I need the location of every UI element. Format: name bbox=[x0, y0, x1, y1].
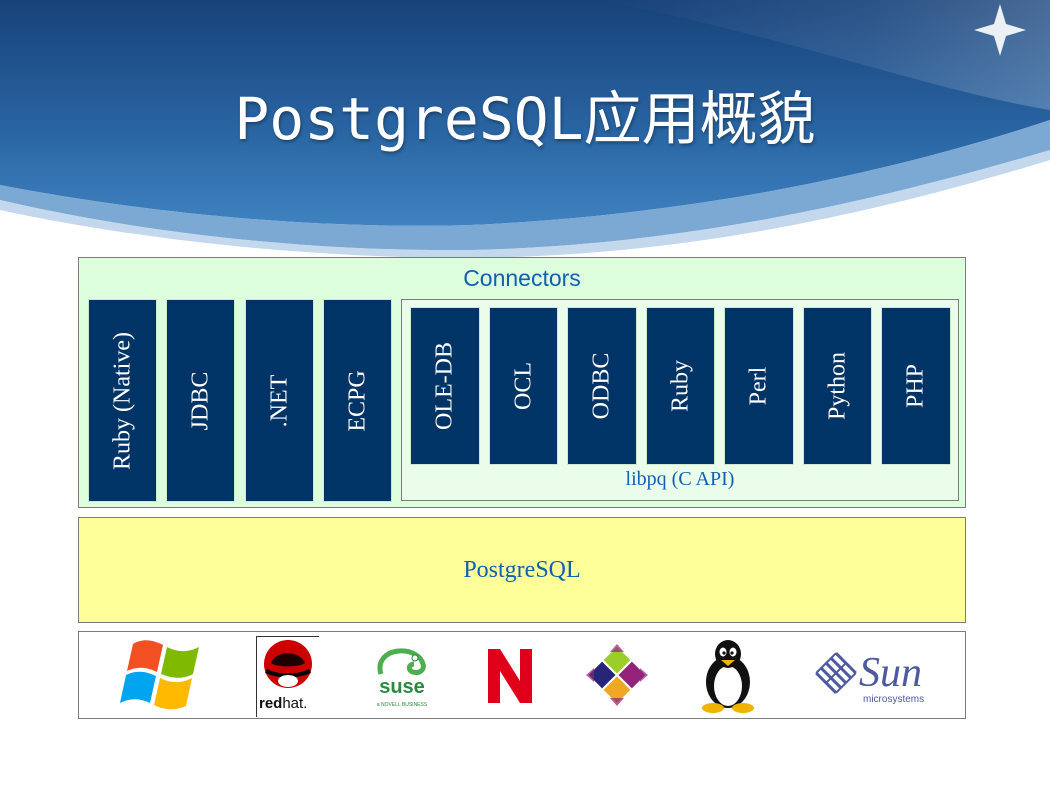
connector-odbc: ODBC bbox=[567, 307, 637, 465]
suse-wordmark: suse bbox=[379, 676, 425, 698]
sun-logo: Sun microsystems bbox=[813, 640, 933, 712]
redhat-text-hat: hat. bbox=[282, 695, 308, 712]
connector-label: PHP bbox=[902, 363, 929, 409]
libpq-group: OLE-DB OCL ODBC Ruby Perl Python PHP lib… bbox=[401, 299, 959, 501]
postgresql-label: PostgreSQL bbox=[463, 556, 581, 583]
slide-title: PostgreSQL应用概貌 bbox=[0, 72, 1050, 156]
slide-title-cjk: 应用概貌 bbox=[583, 85, 816, 153]
connector-jdbc: JDBC bbox=[166, 299, 235, 502]
redhat-logo: redhat. bbox=[256, 636, 319, 717]
sun-wordmark: Sun bbox=[859, 650, 922, 696]
connector-ruby: Ruby bbox=[646, 307, 715, 465]
novell-logo-icon bbox=[488, 649, 532, 703]
connector-perl: Perl bbox=[724, 307, 794, 465]
connector-label: OLE-DB bbox=[431, 342, 458, 430]
connector-label: .NET bbox=[266, 374, 292, 427]
suse-chameleon-icon bbox=[377, 648, 426, 675]
centos-logo-icon bbox=[585, 643, 649, 707]
postgresql-layer: PostgreSQL bbox=[78, 517, 966, 623]
header-background bbox=[0, 0, 1050, 258]
connector-label: Python bbox=[824, 351, 850, 421]
redhat-wordmark: redhat. bbox=[259, 695, 307, 712]
connector-ocl: OCL bbox=[489, 307, 558, 465]
suse-logo: suse a NOVELL BUSINESS bbox=[367, 646, 439, 712]
redhat-shadowman-icon bbox=[264, 640, 312, 688]
linux-tux-icon bbox=[702, 640, 754, 713]
connector-python: Python bbox=[803, 307, 872, 465]
connector-label: JDBC bbox=[187, 371, 213, 430]
connector-label: ECPG bbox=[344, 369, 370, 432]
connector-ruby-native: Ruby (Native) bbox=[88, 299, 157, 502]
star-ornament-icon bbox=[974, 4, 1026, 56]
slide-title-latin: PostgreSQL bbox=[234, 85, 584, 153]
connector-dotnet: .NET bbox=[245, 299, 314, 502]
connector-ecpg: ECPG bbox=[323, 299, 392, 502]
connector-label: Perl bbox=[745, 366, 772, 406]
sun-subtext: microsystems bbox=[863, 694, 925, 705]
connectors-title: Connectors bbox=[463, 265, 581, 291]
sun-diamond-icon bbox=[815, 652, 857, 694]
connectors-group: Connectors Ruby (Native) JDBC .NET ECPG … bbox=[78, 257, 966, 508]
connector-label: Ruby (Native) bbox=[109, 331, 135, 470]
connector-label: ODBC bbox=[588, 352, 615, 420]
connector-ole-db: OLE-DB bbox=[410, 307, 480, 465]
windows-logo-icon bbox=[120, 640, 199, 710]
connector-label: OCL bbox=[510, 362, 536, 410]
redhat-text-red: red bbox=[259, 695, 283, 712]
suse-subtext: a NOVELL BUSINESS bbox=[376, 702, 428, 708]
connector-php: PHP bbox=[881, 307, 951, 465]
connector-label: Ruby bbox=[667, 359, 693, 413]
platforms-row: redhat. suse a NOVELL BUSINESS bbox=[78, 631, 966, 719]
libpq-label: libpq (C API) bbox=[625, 468, 735, 490]
